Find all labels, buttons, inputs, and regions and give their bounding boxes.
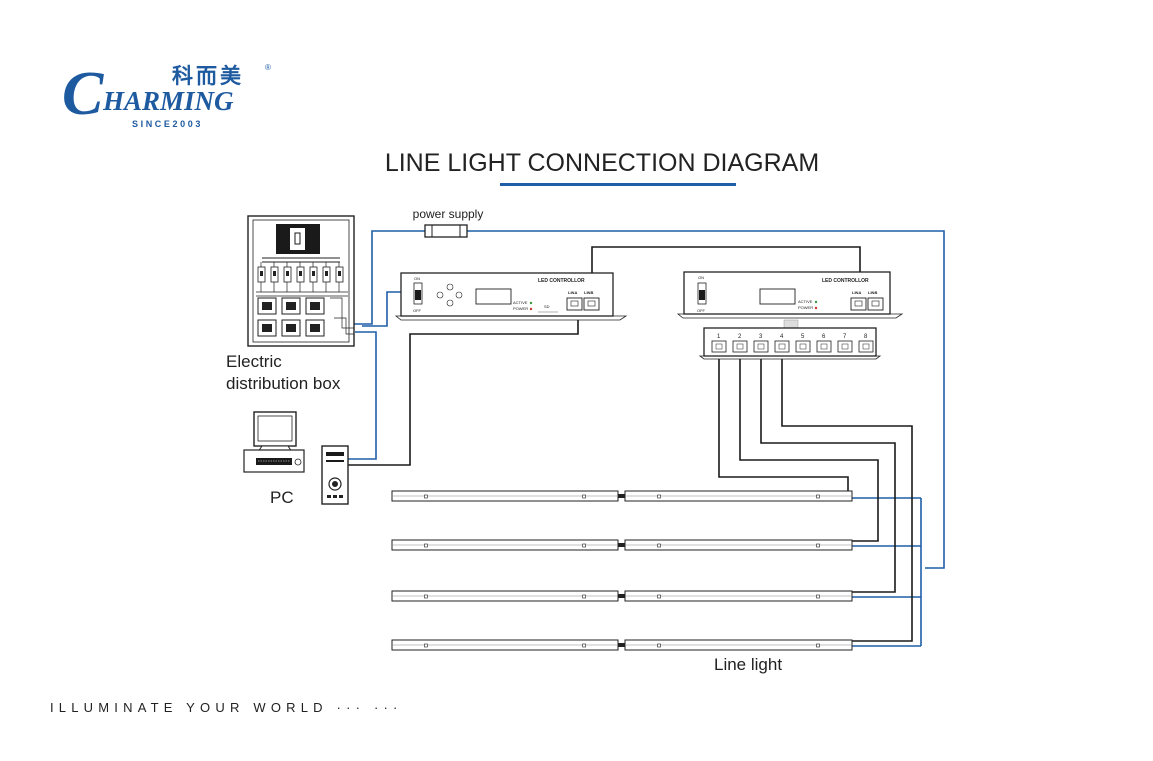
footer-slogan: ILLUMINATE YOUR WORLD ··· ···	[50, 700, 403, 715]
line-light-connector	[618, 494, 625, 498]
line-light-mount	[424, 543, 428, 548]
switch-port-socket	[778, 343, 786, 350]
distribution-box-label-line1: Electric	[226, 352, 282, 371]
controller-2-off: OFF	[697, 308, 706, 313]
led-controller-1: LED CONTROLLOR ON OFF ACTIVE POWER SD LI…	[394, 272, 628, 321]
controller-2-lina: LINA	[852, 290, 861, 295]
line-light-mount	[816, 543, 820, 548]
switch-port-socket	[715, 343, 723, 350]
switch-port	[711, 340, 727, 353]
line-light-mount	[424, 643, 428, 648]
line-light-mount	[816, 494, 820, 499]
switch-port-label: 8	[864, 334, 868, 340]
line-light-mount	[816, 643, 820, 648]
network-switch: 1 2 3 4 5 6 7 8	[698, 319, 882, 360]
controller-1-display	[475, 288, 512, 305]
switch-port-socket	[757, 343, 765, 350]
switch-port-socket	[736, 343, 744, 350]
line-light-label: Line light	[714, 655, 782, 674]
power-supply-label: power supply	[413, 207, 484, 221]
controller-1-title: LED CONTROLLOR	[538, 278, 585, 284]
switch-port-label: 2	[738, 334, 742, 340]
switch-port-socket	[862, 343, 870, 350]
line-light-mount	[582, 594, 586, 599]
switch-port	[795, 340, 811, 353]
line-light-mount	[424, 594, 428, 599]
controller-1-port-lina	[566, 297, 583, 311]
distribution-box	[247, 215, 355, 347]
line-light-mount	[424, 494, 428, 499]
logo-registered: ®	[265, 63, 271, 72]
line-light-connector	[618, 594, 625, 598]
title-underline	[500, 183, 736, 186]
controller-1-port-linb	[583, 297, 600, 311]
line-light-mount	[582, 494, 586, 499]
controller-1-linb: LINB	[584, 290, 593, 295]
controller-2-title: LED CONTROLLOR	[822, 278, 869, 284]
line-light-mount	[816, 594, 820, 599]
line-light-mount	[657, 494, 661, 499]
switch-port-label: 4	[780, 334, 784, 340]
switch-port-socket	[841, 343, 849, 350]
distribution-box-label-line2: distribution box	[226, 374, 341, 393]
switch-port-label: 1	[717, 334, 721, 340]
switch-port	[774, 340, 790, 353]
switch-port-socket	[799, 343, 807, 350]
controller-1-power: POWER	[513, 306, 528, 311]
controller-2-display	[759, 288, 796, 305]
line-light-mount	[657, 543, 661, 548]
controller-2-active: ACTIVE	[798, 299, 813, 304]
switch-port	[732, 340, 748, 353]
controller-2-port-linb	[867, 297, 884, 311]
switch-port-label: 3	[759, 334, 763, 340]
controller-1-active: ACTIVE	[513, 300, 528, 305]
controller-2-power: POWER	[798, 305, 813, 310]
controller-1-sd: SD	[544, 304, 550, 309]
switch-port-label: 5	[801, 334, 805, 340]
switch-port-label: 6	[822, 334, 826, 340]
line-light-connector	[618, 543, 625, 547]
controller-1-off: OFF	[413, 308, 422, 313]
switch-port	[858, 340, 874, 353]
diagram-title: LINE LIGHT CONNECTION DIAGRAM	[385, 149, 819, 177]
line-light-mount	[582, 643, 586, 648]
switch-port	[837, 340, 853, 353]
controller-1-lina: LINA	[568, 290, 577, 295]
logo-chinese: 科而美	[172, 64, 244, 88]
pc-label: PC	[270, 488, 294, 507]
controller-1-on: ON	[414, 276, 420, 281]
power-supply: power supply	[413, 207, 484, 238]
logo-initial: C	[62, 60, 104, 128]
line-lights	[391, 490, 853, 651]
brand-logo: C 科而美 ® HARMING SINCE2003	[62, 60, 271, 129]
switch-port-socket	[820, 343, 828, 350]
switch-port	[816, 340, 832, 353]
line-light-connector	[618, 643, 625, 647]
line-light-mount	[657, 643, 661, 648]
controller-2-port-lina	[850, 297, 867, 311]
line-light-mount	[657, 594, 661, 599]
power-wires	[348, 230, 945, 647]
controller-2-on: ON	[698, 275, 704, 280]
logo-since: SINCE2003	[132, 119, 203, 129]
led-controller-2: LED CONTROLLOR ON OFF ACTIVE POWER LINA …	[676, 271, 904, 319]
switch-port	[753, 340, 769, 353]
pc-computer	[243, 411, 349, 505]
logo-brand: HARMING	[102, 86, 234, 116]
line-light-mount	[582, 543, 586, 548]
controller-2-linb: LINB	[868, 290, 877, 295]
switch-port-label: 7	[843, 334, 847, 340]
